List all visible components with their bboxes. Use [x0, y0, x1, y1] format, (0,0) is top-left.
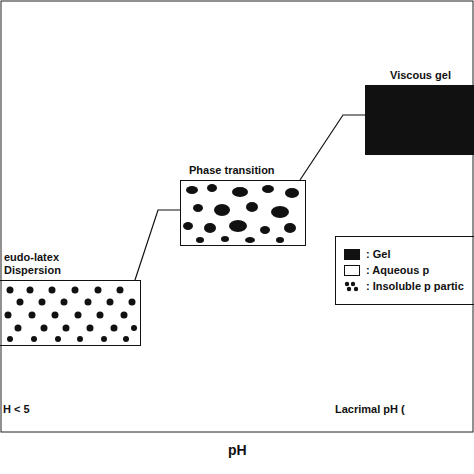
legend-particle-sample: [344, 281, 360, 292]
connector-line: [300, 115, 365, 180]
transition-particles: [183, 184, 299, 243]
stage-heading: eudo-latex Dispersion: [4, 251, 94, 277]
legend-swatch: [344, 249, 360, 260]
legend-text: : Gel: [366, 248, 390, 261]
legend-box: : Gel : Aqueous p : Insoluble p partic: [335, 236, 474, 305]
connector-line: [135, 210, 180, 280]
legend-row: : Insoluble p partic: [344, 280, 470, 293]
legend-text: : Insoluble p partic: [366, 280, 464, 293]
legend-row: : Gel: [344, 248, 470, 261]
legend-swatch: [344, 265, 360, 276]
axis-note: Lacrimal pH (: [335, 403, 405, 415]
plot-frame: [1, 1, 473, 432]
gel-box: Viscous gel: [365, 85, 474, 155]
particle-box: eudo-latex Dispersion: [0, 280, 141, 346]
axis-note: H < 5: [3, 403, 30, 415]
stage-heading: Phase transition: [189, 164, 275, 177]
legend-row: : Aqueous p: [344, 264, 470, 277]
stage-heading: Viscous gel: [390, 69, 451, 82]
particle-box: Phase transition: [180, 180, 306, 246]
legend-text: : Aqueous p: [366, 264, 429, 277]
axis-label: pH: [228, 442, 247, 458]
dispersion-particles: [5, 287, 138, 343]
